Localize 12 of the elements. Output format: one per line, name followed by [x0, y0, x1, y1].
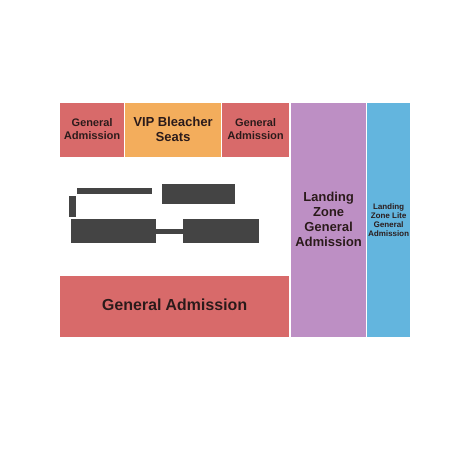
section-label: General Admission	[62, 117, 122, 143]
seating-section	[222, 103, 289, 157]
seating-section	[60, 276, 289, 337]
seating-section	[367, 103, 410, 337]
seating-section	[125, 103, 221, 157]
section-label: General Admission	[100, 297, 248, 316]
seating-section	[60, 103, 124, 157]
seating-section	[291, 103, 366, 337]
section-label: Landing Zone General Admission	[294, 190, 363, 250]
section-label: Landing Zone Lite General Admission	[367, 202, 410, 238]
section-label: General Admission	[226, 117, 285, 143]
section-label: VIP Bleacher Seats	[132, 115, 214, 145]
